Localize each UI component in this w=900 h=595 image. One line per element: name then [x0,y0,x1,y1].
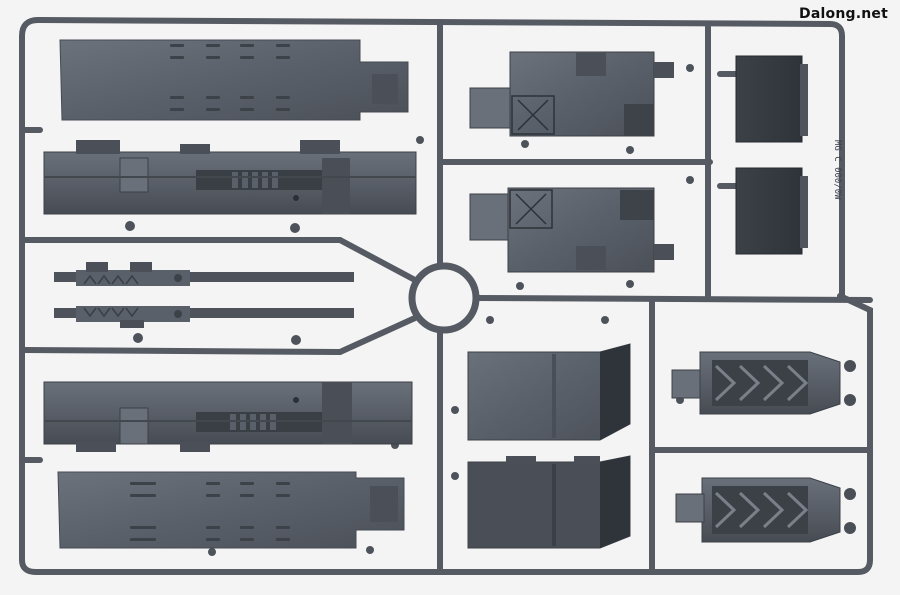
side-cover-upper [735,55,808,143]
vent-part-lower [675,477,856,543]
container-box-upper [467,343,631,441]
container-box-lower [467,455,631,549]
vent-part-upper [671,351,856,415]
runner-frame [19,17,873,575]
armor-plate-top [59,39,409,121]
frame-rod-1 [54,262,354,286]
side-cover-lower [735,167,808,255]
sprue-code-label: MG C 000/0W [832,140,842,200]
watermark-text: Dalong.net [799,6,888,22]
shoulder-box-upper [469,51,674,137]
block-part-upper [43,140,417,215]
shoulder-box-lower [469,187,674,273]
armor-plate-bottom [57,471,405,549]
block-part-lower [43,381,413,452]
frame-rod-2 [54,306,354,328]
